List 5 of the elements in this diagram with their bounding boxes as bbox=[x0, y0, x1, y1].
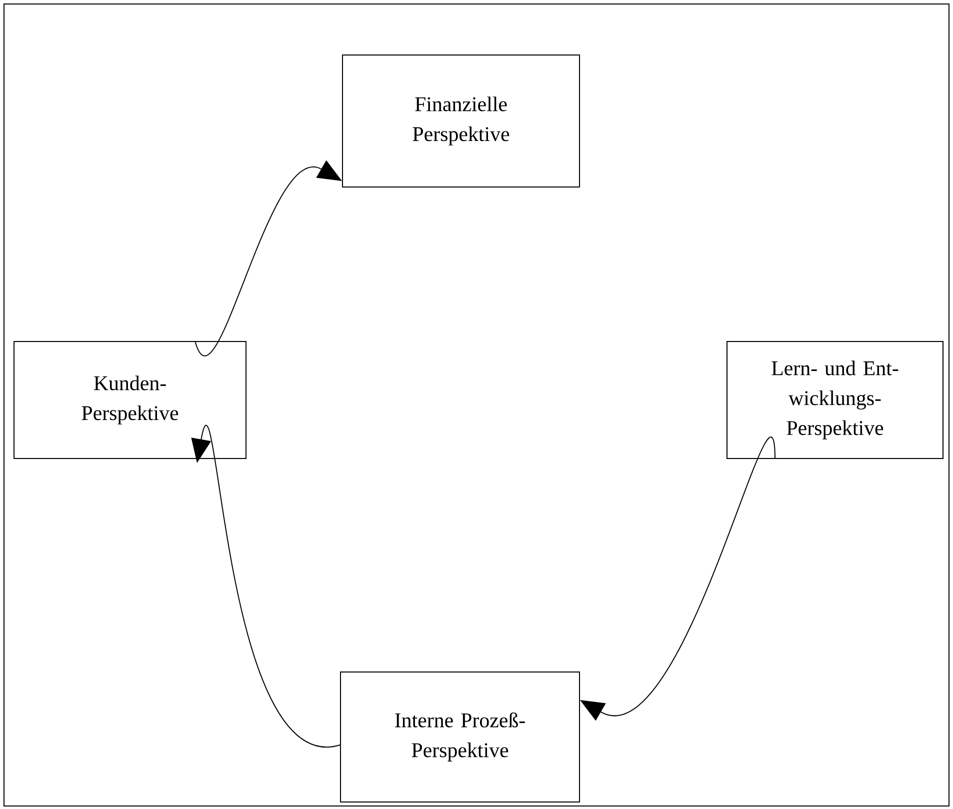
perspective-box: Finanzielle Perspektive bbox=[342, 54, 580, 188]
perspective-box: Kunden- Perspektive bbox=[14, 341, 246, 459]
arrow bbox=[191, 425, 340, 746]
perspective-box: Lern- und Ent- wicklungs- Perspektive bbox=[726, 341, 944, 459]
perspective-box: Interne Prozeß- Perspektive bbox=[340, 672, 580, 802]
